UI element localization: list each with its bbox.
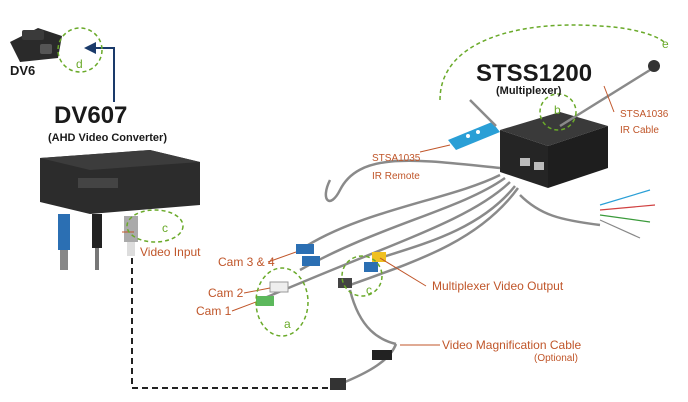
dv6-label: DV6 [10,63,36,78]
dv607-title: DV607 [54,102,128,129]
stss1200-subtitle: (Multiplexer) [496,85,562,97]
cam4-connector [302,256,320,266]
cam3-connector [296,244,314,254]
marker-circles [57,24,665,337]
remote-code-label: STSA1035 [372,153,421,164]
output-connector-blue [364,262,378,272]
stss1200-title: STSS1200 [476,60,593,87]
ircable-code-label: STSA1036 [620,109,669,120]
dashed-connection-line [131,258,328,389]
optional-label: (Optional) [534,353,578,364]
callout-leaders [122,85,615,346]
magnifier-module [372,350,392,360]
magnification-cable-label: Video Magnification Cable [442,338,582,352]
cam2-connector [269,281,289,293]
cam34-label: Cam 3 & 4 [218,255,275,269]
cam1-label: Cam 1 [196,304,232,318]
marker-e: e [662,37,669,51]
cable-bundle [259,68,651,386]
marker-b: b [554,103,561,117]
magnifier-plug [330,378,346,390]
mux-output-label: Multiplexer Video Output [432,279,564,293]
marker-c-output: c [366,283,372,297]
cam2-label: Cam 2 [208,286,244,300]
uplink-arrow [94,47,115,102]
output-connector-black [338,278,352,288]
remote-name-label: IR Remote [372,171,420,182]
output-connector-yellow [372,252,386,262]
cam1-connector [256,296,274,306]
loose-wires [599,189,656,239]
marker-d: d [76,57,83,71]
ircable-name-label: IR Cable [620,125,659,136]
ir-cable-sensor [648,60,660,72]
ir-remote-image [448,122,500,150]
dv607-subtitle: (AHD Video Converter) [48,132,167,144]
marker-c-converter: c [162,221,168,235]
dv6-camera-image [10,28,62,62]
marker-a: a [284,317,291,331]
arrowhead-icon [84,42,96,54]
video-input-label: Video Input [140,245,201,259]
dv607-converter-image [40,150,200,270]
stss1200-multiplexer-image [500,112,608,188]
